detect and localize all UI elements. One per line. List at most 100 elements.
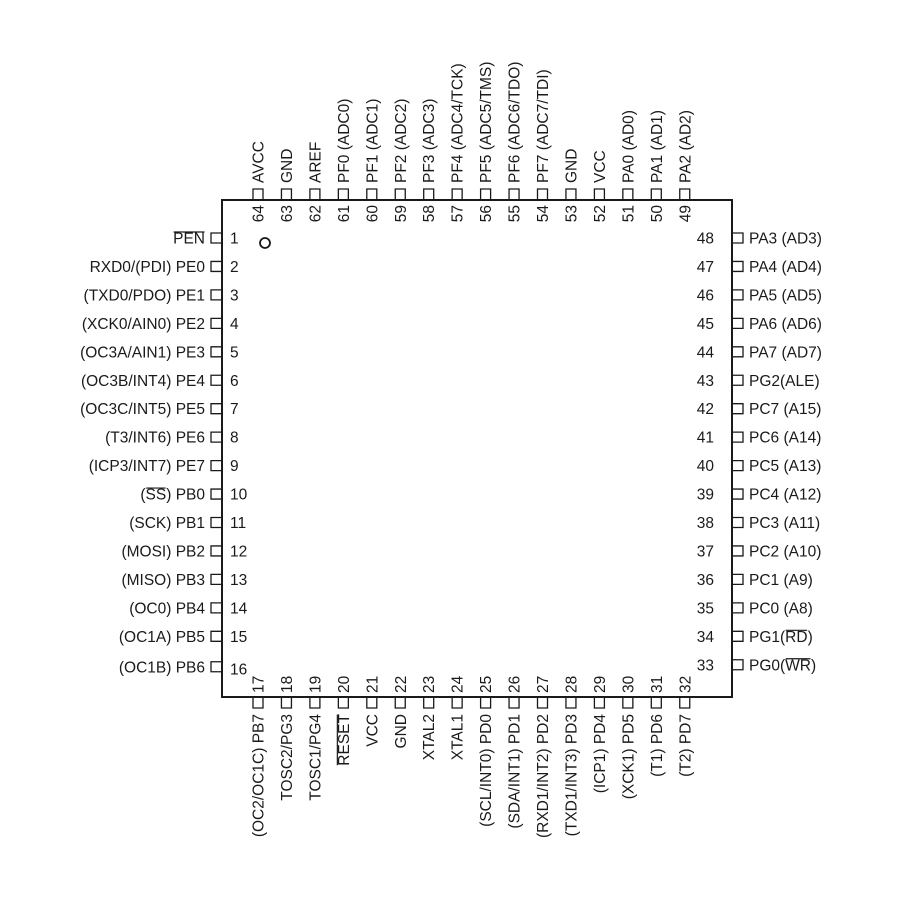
pin-number: 62 [307,205,324,222]
pin-pad [733,374,744,386]
pin-pad [210,545,221,557]
pin-number: 37 [697,543,714,560]
pin-pad [593,188,606,199]
pin-number: 34 [697,629,715,646]
pin-label: PC3 (A11) [749,515,820,532]
pin-number: 51 [620,205,637,222]
pin-pad [733,260,744,273]
pin-pad [210,260,221,273]
pin-number: 49 [677,205,694,222]
pin-label: (SCK) PB1 [129,515,205,532]
pin-label: (SCL/INT0) PD0 [478,714,495,827]
pin-48: PA3 (AD3)48 [697,231,822,248]
pin-label: RESET [336,713,353,765]
pin-pad [280,188,293,199]
pin-46: PA5 (AD5)46 [697,287,822,304]
pin-37: PC2 (A10)37 [697,543,822,560]
pin-label: XTAL2 [421,714,438,760]
pin-number: 59 [393,205,410,222]
pin-60: PF1 (ADC1)60 [364,99,381,223]
pin-label: (OC1A) PB5 [119,629,205,646]
pin-number: 21 [364,676,381,693]
pin-number: 27 [535,676,552,693]
pin-number: 32 [677,676,694,693]
pin-number: 23 [421,676,438,693]
pin-pad [210,573,221,586]
pin-label: PA7 (AD7) [749,344,822,361]
pin-56: PF5 (ADC5/TMS) 56 [478,62,495,223]
pin-label: PA6 (AD6) [749,316,822,333]
pin-pad [733,630,744,642]
pin-pad [210,403,221,415]
pin-35: PC0 (A8)35 [697,600,813,617]
pin-pad [650,698,662,709]
pin-label: (OC3C/INT5) PE5 [80,401,205,418]
pin-39: PC4 (A12)39 [697,487,822,504]
pin-label: PA2 (AD2) [677,110,694,183]
pin-pad [679,188,691,199]
pin-label: AREF [307,142,324,183]
pin-label: GND [279,149,296,183]
pin-pad [733,346,744,358]
pin-label: PC0 (A8) [749,600,813,617]
pin-62: AREF 62 [307,142,324,223]
pin-number: 7 [230,401,239,418]
pin-pad [210,374,221,386]
pin-label: GND [563,149,580,183]
pin-pad [565,188,577,199]
pin-7: (OC3C/INT5) PE5 7 [80,401,239,418]
pin-label: (MISO) PB3 [121,572,205,589]
pin-label: (SS) PB0 [140,487,205,504]
pin-label: AVCC [251,141,268,183]
pin-number: 24 [450,675,467,693]
pin-label: (ICP3/INT7) PE7 [89,458,205,475]
pin-number: 55 [507,205,524,222]
pin-label: PEN [173,231,205,248]
pin-pad [733,403,744,415]
pin-54: PF7 (ADC7/TDI)54 [535,69,552,222]
pin-pad [337,188,349,199]
pin-number: 38 [697,515,714,532]
pin-number: 31 [649,676,666,693]
pin-label: (T1) PD6 [649,714,666,777]
pin-label: PF3 (ADC3) [421,99,438,183]
pin-number: 40 [697,458,715,475]
pin-36: PC1 (A9)36 [697,572,813,589]
pin-number: 61 [336,205,353,222]
pin-label: RXD0/(PDI) PE0 [90,259,206,276]
pin-number: 56 [478,205,495,222]
pin-number: 2 [230,259,239,276]
pin-34: PG1(RD)34 [697,629,813,646]
pin-label: PA5 (AD5) [749,287,822,304]
pin-pad [650,188,662,199]
pin-pad [252,188,264,199]
pin-pad [733,431,744,443]
pin-pad [733,232,744,244]
pin-pad [210,289,221,301]
pin-number: 30 [620,675,637,693]
pin-label: PA1 (AD1) [649,110,666,183]
pin-pad [394,698,406,709]
pin-label: PF5 (ADC5/TMS) [478,62,495,183]
pin-57: PF4 (ADC4/TCK)57 [450,63,467,222]
pin-33: PG0(WR)33 [697,657,816,674]
pin-number: 9 [230,458,239,475]
pin-pad [280,698,293,709]
pin-41: PC6 (A14)41 [697,430,822,447]
pin-label: PF7 (ADC7/TDI) [535,69,552,183]
pin-49: PA2 (AD2) 49 [677,110,694,222]
pin-number: 47 [697,259,714,276]
pin-label: PC4 (A12) [749,487,821,504]
